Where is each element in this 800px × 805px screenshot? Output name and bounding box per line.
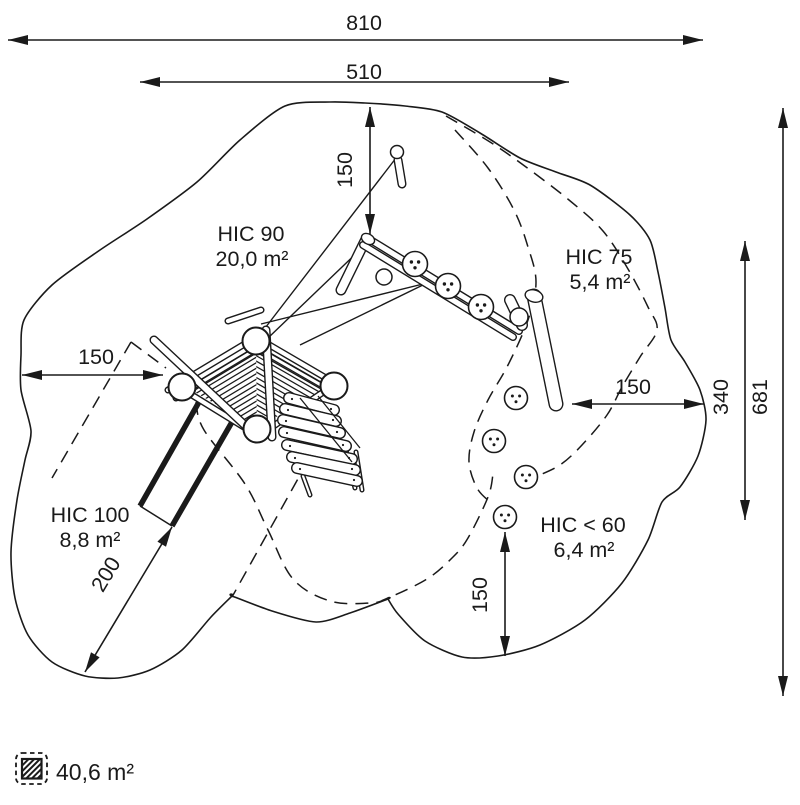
svg-text:150: 150 [615, 375, 651, 399]
svg-text:HIC 90: HIC 90 [218, 222, 285, 246]
svg-text:150: 150 [333, 152, 357, 188]
svg-text:150: 150 [468, 577, 492, 613]
svg-text:40,6 m²: 40,6 m² [56, 759, 134, 785]
svg-text:8,8 m²: 8,8 m² [60, 528, 121, 552]
svg-text:150: 150 [78, 345, 114, 369]
svg-text:20,0 m²: 20,0 m² [216, 247, 289, 271]
svg-text:HIC 100: HIC 100 [51, 503, 130, 527]
svg-text:340: 340 [709, 379, 733, 415]
svg-text:810: 810 [346, 11, 382, 35]
svg-text:HIC < 60: HIC < 60 [540, 513, 625, 537]
svg-text:681: 681 [748, 379, 772, 415]
svg-text:5,4 m²: 5,4 m² [570, 270, 631, 294]
svg-text:510: 510 [346, 60, 382, 84]
svg-text:HIC 75: HIC 75 [566, 245, 633, 269]
svg-text:6,4 m²: 6,4 m² [554, 538, 615, 562]
